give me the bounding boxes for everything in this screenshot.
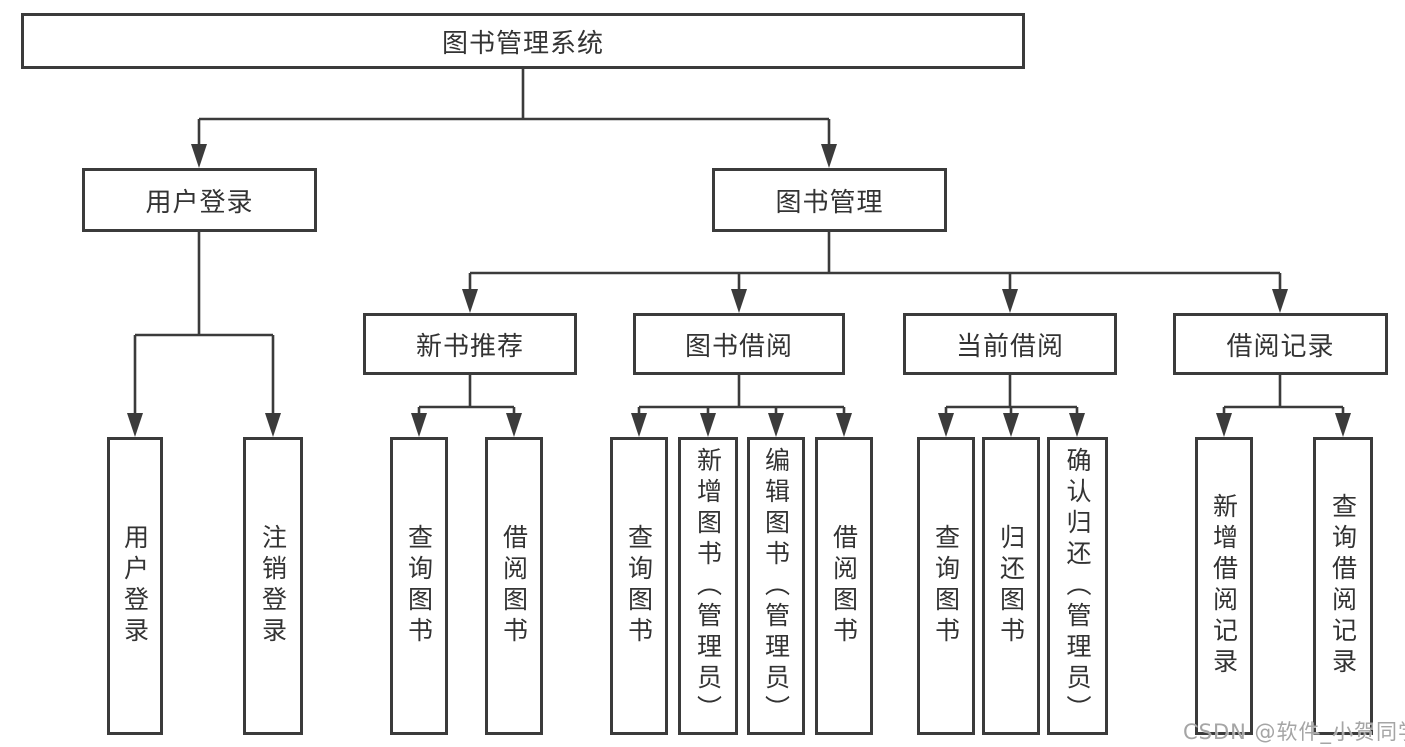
connector-root-trunk — [199, 69, 829, 121]
node-query-books-current: 查询图书 — [917, 437, 975, 735]
node-current-borrow: 当前借阅 — [903, 313, 1117, 375]
node-book-management-label: 图书管理 — [775, 187, 884, 218]
node-edit-books-admin: 编辑图书（管理员） — [747, 437, 805, 735]
node-logout-leaf: 注销登录 — [243, 437, 303, 735]
node-borrow-books-recommend: 借阅图书 — [485, 437, 543, 735]
node-borrow-books-leaf: 借阅图书 — [815, 437, 873, 735]
connector-book-borrow-trunk — [639, 375, 844, 409]
node-book-borrow: 图书借阅 — [633, 313, 845, 375]
node-current-borrow-label: 当前借阅 — [955, 331, 1064, 362]
node-return-books: 归还图书 — [982, 437, 1040, 735]
node-query-borrow-record-label: 查询借阅记录 — [1328, 493, 1358, 679]
connector-book-management-trunk — [470, 232, 1280, 275]
node-return-books-label: 归还图书 — [996, 524, 1026, 648]
node-borrow-books-recommend-label: 借阅图书 — [499, 524, 529, 648]
node-query-borrow-record: 查询借阅记录 — [1313, 437, 1373, 735]
node-logout-leaf-label: 注销登录 — [258, 524, 288, 648]
watermark: CSDN @软件_小贺同学 — [1183, 720, 1405, 744]
node-query-books-recommend: 查询图书 — [390, 437, 448, 735]
node-confirm-return-admin-label: 确认归还（管理员） — [1063, 446, 1092, 726]
node-root: 图书管理系统 — [21, 13, 1025, 69]
node-query-books-recommend-label: 查询图书 — [404, 524, 434, 648]
node-root-label: 图书管理系统 — [441, 28, 604, 59]
node-add-books-admin: 新增图书（管理员） — [678, 437, 738, 735]
node-user-login: 用户登录 — [82, 168, 317, 232]
node-user-login-leaf: 用户登录 — [107, 437, 163, 735]
node-user-login-leaf-label: 用户登录 — [120, 524, 150, 648]
connector-current-borrow-trunk — [946, 375, 1077, 409]
node-book-management: 图书管理 — [712, 168, 947, 232]
connector-user-login-trunk — [135, 232, 273, 337]
connector-new-book-recommend-trunk — [419, 375, 514, 409]
node-add-borrow-record-label: 新增借阅记录 — [1209, 493, 1239, 679]
node-query-books-borrow-label: 查询图书 — [624, 524, 654, 648]
connector-borrow-records-trunk — [1224, 375, 1343, 409]
node-query-books-current-label: 查询图书 — [931, 524, 961, 648]
node-borrow-records: 借阅记录 — [1173, 313, 1388, 375]
node-new-book-recommend-label: 新书推荐 — [415, 331, 524, 362]
node-add-borrow-record: 新增借阅记录 — [1195, 437, 1253, 735]
node-query-books-borrow: 查询图书 — [610, 437, 668, 735]
node-book-borrow-label: 图书借阅 — [684, 331, 793, 362]
node-user-login-label: 用户登录 — [145, 187, 254, 218]
node-new-book-recommend: 新书推荐 — [363, 313, 577, 375]
node-borrow-books-leaf-label: 借阅图书 — [829, 524, 859, 648]
node-confirm-return-admin: 确认归还（管理员） — [1047, 437, 1108, 735]
node-borrow-records-label: 借阅记录 — [1226, 331, 1335, 362]
node-add-books-admin-label: 新增图书（管理员） — [693, 446, 723, 726]
node-edit-books-admin-label: 编辑图书（管理员） — [761, 446, 791, 726]
